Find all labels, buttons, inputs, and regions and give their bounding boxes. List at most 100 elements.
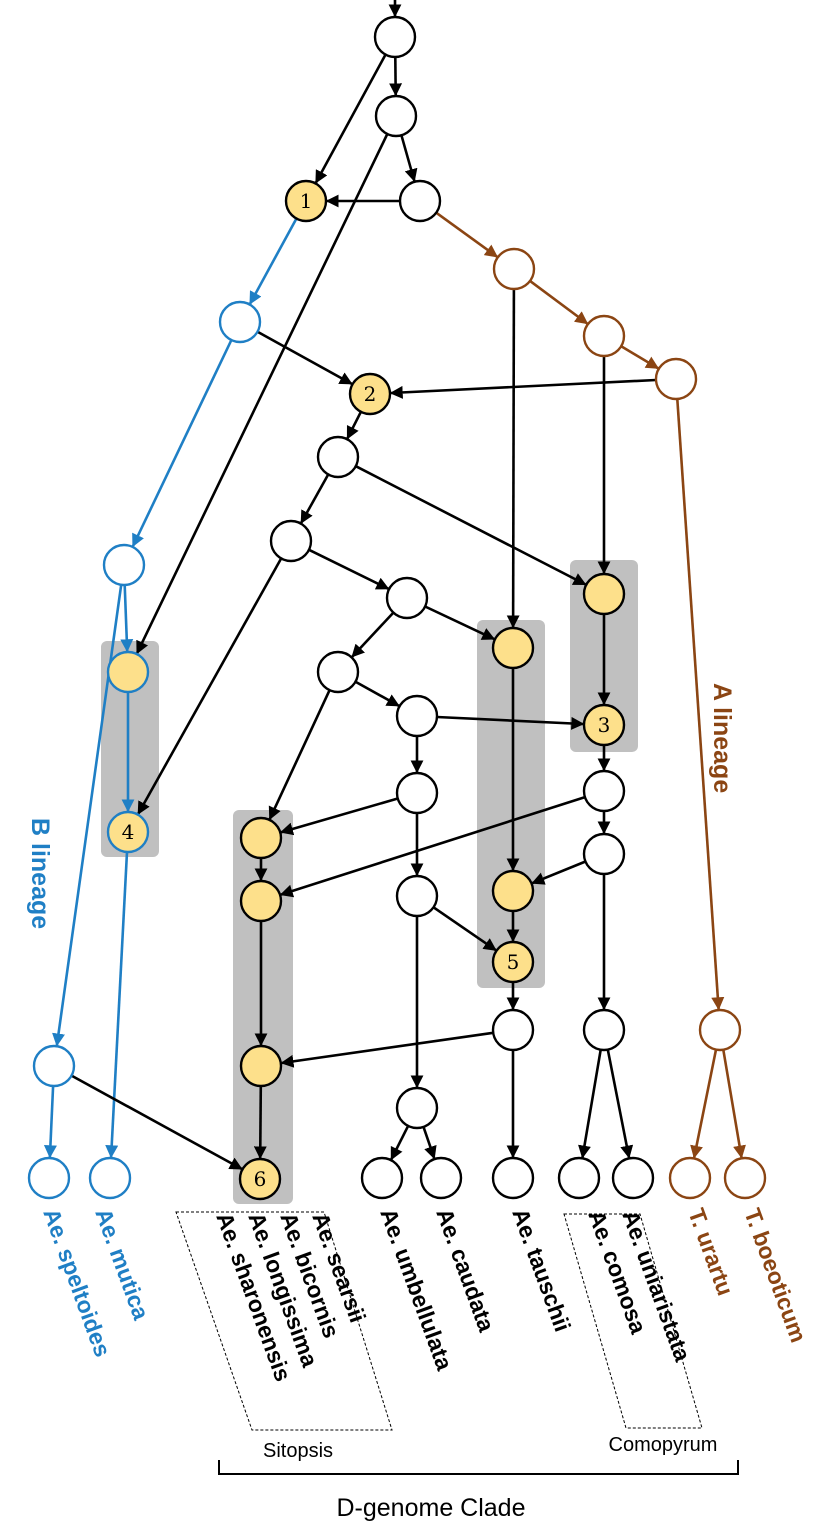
node-hl3 [239,816,283,860]
node-n2 [374,94,418,138]
edge-n4-hl1 [355,465,587,586]
comopyrum-label: Comopyrum [609,1434,718,1456]
a-lineage-label: A lineage [708,683,736,793]
edge-n6-hl2 [424,605,496,641]
edge-n5-n6 [308,548,390,590]
species-labels: Ae. speltoides Ae. mutica Ae. searsii Ae… [38,1205,812,1385]
node-l9 [723,1156,767,1200]
edge-n15-l4 [422,1126,437,1160]
edge-bl2-e4a [120,584,134,653]
species-boeoticum: T. boeoticum [739,1205,812,1346]
node-e5 [491,940,535,984]
node-hl6 [239,1044,283,1088]
node-n3 [398,179,442,223]
event-number-1: 1 [300,189,313,213]
edge-n14-l6 [578,1049,602,1159]
edge-n14-l7 [606,1049,634,1159]
edge-n12-e5 [432,906,497,952]
edge-n3-a1 [435,211,499,258]
node-e3 [582,703,626,747]
b-lineage-label: B lineage [26,818,54,929]
clade-label: D-genome Clade [337,1494,526,1522]
edge-a2-a3 [620,345,660,370]
edge-n7-n8 [354,680,400,707]
edge-n9-hl3 [279,797,399,836]
species-urartu: T. urartu [683,1205,738,1299]
node-l8 [668,1156,712,1200]
node-n14 [582,1008,626,1052]
edge-root-e1 [314,53,387,184]
node-hl5 [491,869,535,913]
node-e1 [284,179,328,223]
node-root [373,15,417,59]
node-n15 [395,1086,439,1130]
node-a4 [698,1008,742,1052]
edges [43,0,746,1171]
node-n11 [582,832,626,876]
edge-n2-e4a [135,133,389,655]
edge-bl3-l1 [43,1085,57,1159]
edge-n15-l3 [390,1125,410,1161]
edge-n10-hl4 [279,795,586,898]
event-labels: 1 2 3 4 5 6 [122,189,611,1191]
edge-hl6-e6 [253,1085,267,1160]
node-l4 [419,1156,463,1200]
node-e4a [106,650,150,694]
event-number-6: 6 [254,1167,267,1191]
node-n4 [316,435,360,479]
event-number-2: 2 [364,382,377,406]
node-a3 [654,357,698,401]
box-event-6 [233,810,293,1204]
node-l7 [611,1156,655,1200]
node-e2 [348,372,392,416]
clade-bracket [218,1460,739,1475]
event-number-3: 3 [598,713,611,737]
edge-a3-e2 [389,378,657,399]
edge-n11-hl5 [531,860,586,885]
node-a1 [492,247,536,291]
node-l5 [491,1156,535,1200]
node-l2 [88,1156,132,1200]
node-e4 [106,810,150,854]
node-n5 [269,519,313,563]
edge-n2-n3 [400,134,418,183]
node-a2 [582,314,626,358]
node-hl2 [491,626,535,670]
edge-a1-a2 [529,279,589,325]
edge-e2-n4 [346,411,363,440]
edge-a4-l9 [722,1049,746,1159]
node-bl2 [102,543,146,587]
node-n9 [395,771,439,815]
node-hl4 [239,879,283,923]
edge-n7-hl3 [268,689,331,821]
node-n10 [582,769,626,813]
sitopsis-group-box [175,1211,393,1431]
edge-n8-e3 [436,715,585,730]
species-caudata: Ae. caudata [431,1205,500,1335]
edge-n6-n7 [351,611,395,658]
node-l3 [360,1156,404,1200]
node-n7 [316,650,360,694]
edge-e4-l2 [105,851,129,1159]
edge-e1-bl1 [248,217,298,305]
edge-bl1-bl2 [131,339,233,548]
node-bl1 [218,300,262,344]
event-number-4: 4 [122,820,135,844]
highlight-boxes [101,560,638,1204]
nodes [27,15,767,1201]
species-tauschii: Ae. tauschii [507,1205,576,1335]
node-bl3 [32,1044,76,1088]
edge-n4-n5 [300,473,330,524]
node-n13 [491,1008,535,1052]
node-l1 [27,1156,71,1200]
event-number-5: 5 [507,950,520,974]
node-n8 [395,694,439,738]
edge-n5-e4 [137,557,283,815]
comopyrum-group-box [563,1213,703,1429]
edge-bl3-e6 [70,1074,243,1171]
edge-n13-hl6 [280,1031,494,1068]
node-n12 [395,874,439,918]
node-n6 [385,576,429,620]
node-hl1 [582,572,626,616]
